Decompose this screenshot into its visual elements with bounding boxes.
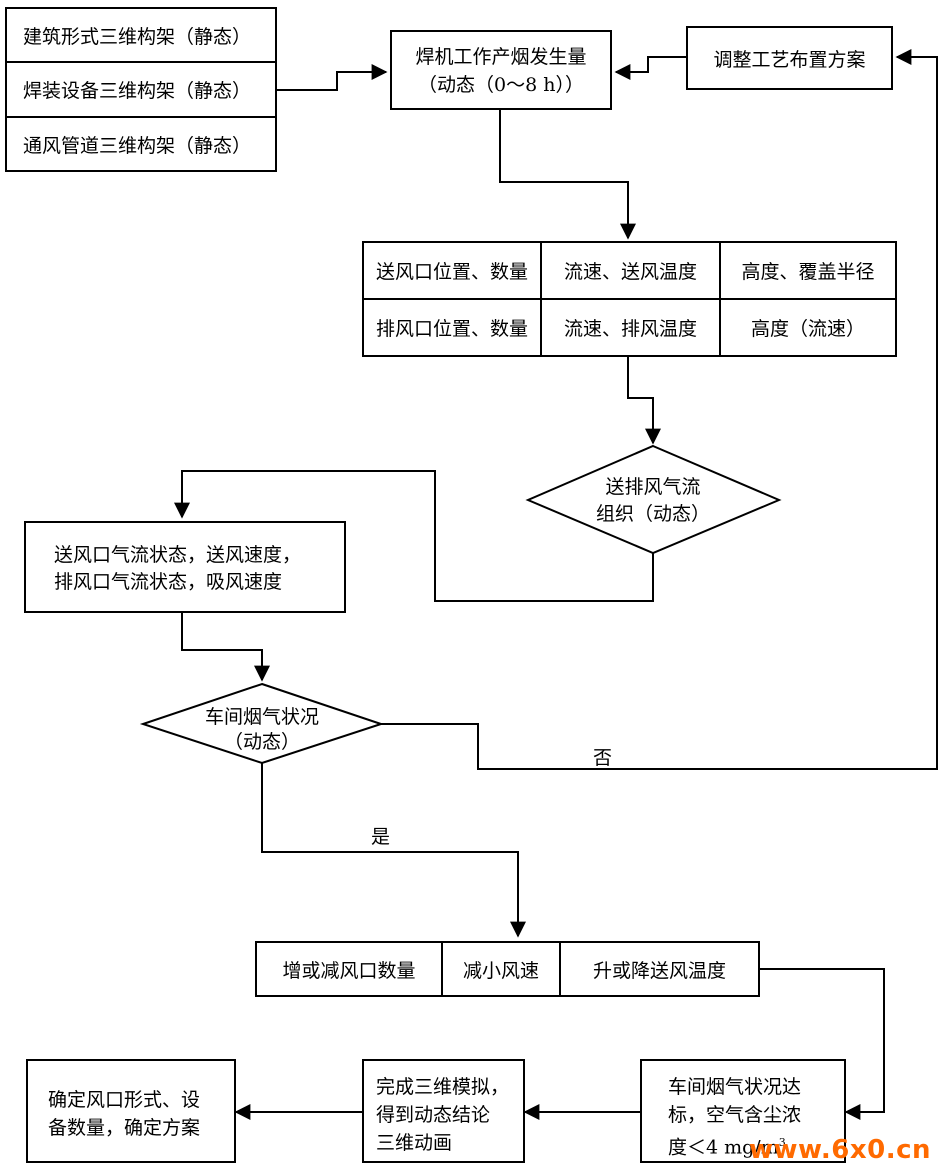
action-divider-1 [441,943,443,995]
airflow-state-box: 送风口气流状态，送风速度， 排风口气流状态，吸风速度 [24,521,346,613]
unit-superscript: 3 [778,1136,786,1149]
airflow-state-line1: 送风口气流状态，送风速度， [54,544,302,566]
smoke-line1: 焊机工作产烟发生量 [415,46,587,68]
connector-airflow-to-state [174,470,654,602]
simulation-line3: 三维动画 [376,1132,453,1154]
compliance-line3: 度＜4 mg/m3 [668,1136,786,1159]
static-frame-duct: 通风管道三维构架（静态） [23,134,252,157]
final-line1: 确定风口形式、设 [48,1089,201,1111]
simulation-box: 完成三维模拟， 得到动态结论 三维动画 [362,1059,525,1163]
airflow-state-line2: 排风口气流状态，吸风速度 [54,571,283,593]
branch-label-no: 否 [593,747,613,769]
watermark: www.6x0.cn [748,1135,931,1165]
static-frame-building: 建筑形式三维构架（静态） [7,9,275,63]
simulation-line1: 完成三维模拟， [376,1076,510,1098]
adjust-layout-label: 调整工艺布置方案 [713,48,866,71]
final-line2: 备数量，确定方案 [48,1117,201,1139]
connector-state-to-workshop [181,613,270,682]
final-decision-box: 确定风口形式、设 备数量，确定方案 [26,1059,236,1163]
connector-actions-to-compliance [760,968,885,1120]
static-frames-stack: 建筑形式三维构架（静态） 焊装设备三维构架（静态） 通风管道三维构架（静态） [5,7,277,172]
connector-no-loop [381,49,938,770]
airflow-diamond-shape [525,444,782,555]
action-divider-2 [559,943,561,995]
action-cell: 减小风速 [462,959,539,982]
smoke-generation-box: 焊机工作产烟发生量 （动态（0～8 h）） [390,30,612,110]
table-cell: 排风口位置、数量 [375,318,528,340]
airflow-diamond-line1: 送排风气流 [605,476,701,498]
action-cell: 升或降送风温度 [592,959,726,982]
workshop-diamond-line1: 车间烟气状况 [204,706,319,728]
connector-yes-path [261,763,526,938]
airflow-diamond-line2: 组织（动态） [595,503,710,525]
table-divider-v2 [719,243,721,355]
branch-label-yes: 是 [371,826,391,848]
action-cell: 增或减风口数量 [282,959,416,982]
table-cell: 高度、覆盖半径 [741,261,875,283]
connector-frames-to-smoke [277,64,388,91]
adjust-layout-box: 调整工艺布置方案 [686,26,893,90]
table-cell: 高度（流速） [750,318,865,340]
compliance-line2: 标，空气含尘浓 [668,1104,802,1126]
compliance-line1: 车间烟气状况达 [668,1076,802,1098]
compliance-box: 车间烟气状况达 标，空气含尘浓 度＜4 mg/m3 [640,1059,846,1163]
action-row: 增或减风口数量 减小风速 升或降送风温度 [255,941,760,997]
table-divider-v1 [540,243,542,355]
table-cell: 送风口位置、数量 [375,261,528,283]
static-frame-welding: 焊装设备三维构架（静态） [7,63,275,118]
parameter-table: 送风口位置、数量 流速、送风温度 高度、覆盖半径 排风口位置、数量 流速、排风温… [362,241,897,357]
workshop-diamond-line2: （动态） [223,731,300,753]
connector-adjust-to-smoke [614,56,686,80]
table-divider-h [364,298,895,300]
table-cell: 流速、排风温度 [563,318,697,340]
smoke-line2: （动态（0～8 h）） [418,74,584,96]
connector-table-to-airflow [627,357,661,445]
connector-smoke-to-table [499,110,636,240]
table-cell: 流速、送风温度 [563,261,697,283]
workshop-diamond-shape [139,682,385,765]
simulation-line2: 得到动态结论 [376,1104,491,1126]
